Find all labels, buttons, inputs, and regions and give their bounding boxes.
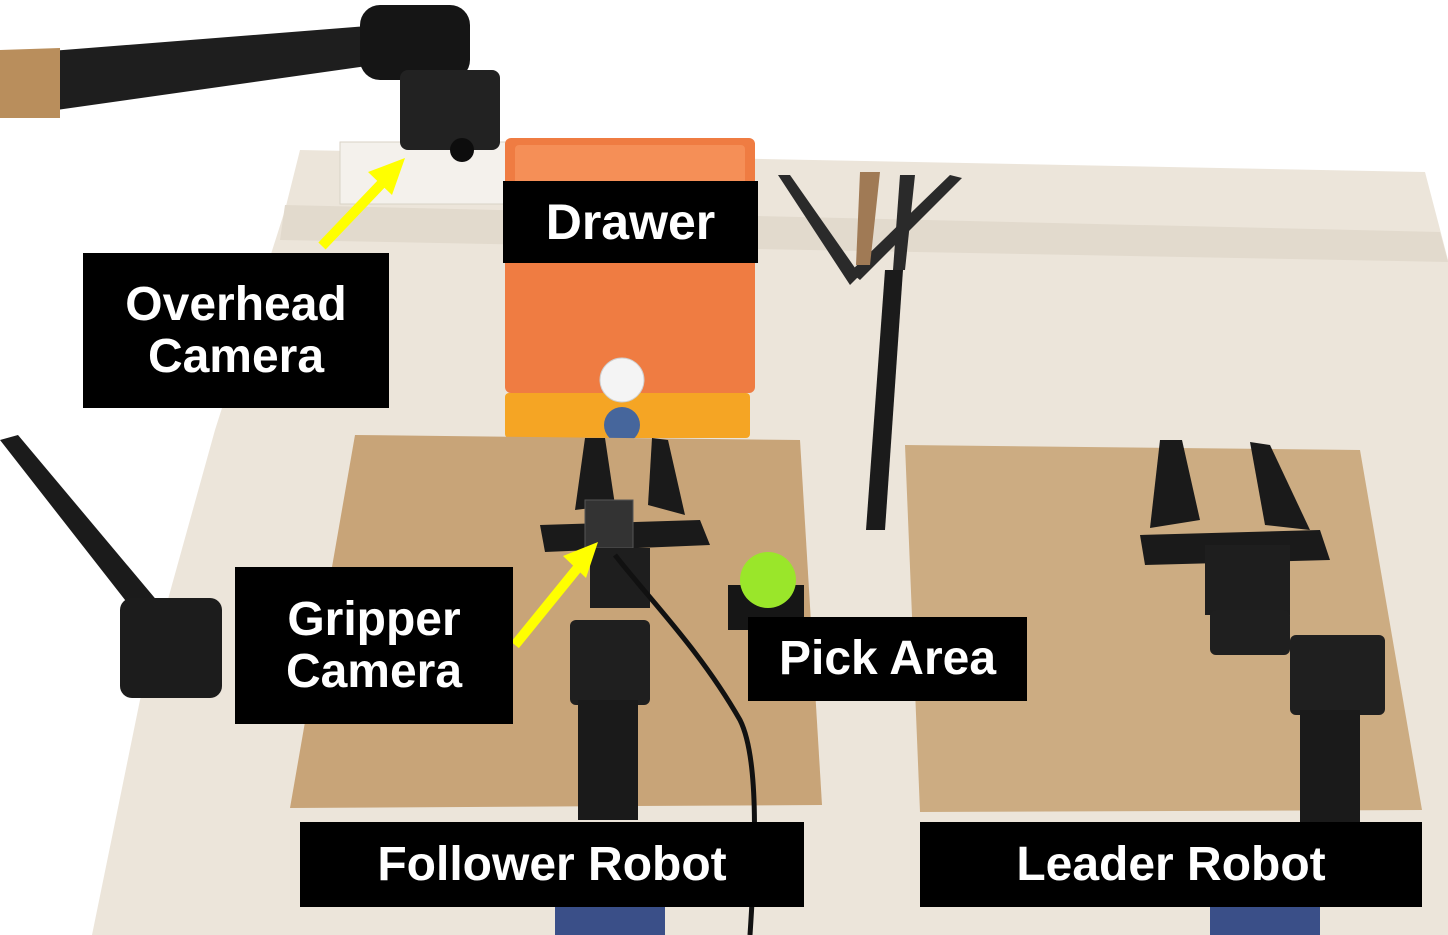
overhead-camera-label: Overhead Camera bbox=[83, 253, 389, 408]
gripper-arrow-head bbox=[563, 542, 598, 578]
overhead-arrow-shaft bbox=[318, 176, 389, 250]
follower-gripper-jaw-left bbox=[575, 438, 615, 510]
pick-area-label: Pick Area bbox=[748, 617, 1027, 701]
lamp-base bbox=[120, 598, 222, 698]
follower-wrist bbox=[590, 548, 650, 608]
pick-area-label-text: Pick Area bbox=[778, 632, 997, 686]
drawer-label: Drawer bbox=[503, 181, 758, 263]
follower-robot-label-text: Follower Robot bbox=[377, 837, 727, 891]
gripper-camera-label-line1: Gripper bbox=[287, 592, 461, 646]
leader-servo-1 bbox=[1210, 610, 1290, 655]
drawer-label-text: Drawer bbox=[545, 194, 716, 250]
overhead-camera-mount bbox=[400, 70, 500, 150]
leader-gripper-jaw-left bbox=[1150, 440, 1200, 528]
overhead-camera-label-line1: Overhead bbox=[125, 277, 347, 331]
overhead-camera-body bbox=[360, 5, 470, 80]
leader-servo-2 bbox=[1290, 635, 1385, 715]
follower-servo bbox=[570, 620, 650, 705]
gripper-camera-board bbox=[584, 499, 634, 549]
leader-gripper-jaw-right bbox=[1250, 442, 1310, 530]
follower-gripper-jaw-right bbox=[648, 438, 685, 515]
tripod-vertical-pole bbox=[866, 270, 903, 530]
gripper-arrow-shaft bbox=[511, 561, 584, 649]
gripper-camera-label: Gripper Camera bbox=[235, 567, 513, 724]
leader-robot-label: Leader Robot bbox=[920, 822, 1422, 907]
arm-cardboard-sleeve bbox=[0, 48, 60, 118]
leader-base-clamp bbox=[1210, 905, 1320, 935]
drawer-top-rim bbox=[515, 145, 745, 185]
overhead-arrow-head bbox=[368, 158, 405, 195]
tripod-leg-3 bbox=[893, 175, 915, 270]
overhead-camera-lens bbox=[450, 138, 474, 162]
leader-robot-label-text: Leader Robot bbox=[1016, 837, 1326, 891]
overhead-camera-arm bbox=[0, 25, 395, 118]
follower-arm-link bbox=[578, 700, 638, 820]
leader-arm-link bbox=[1300, 710, 1360, 825]
drawer-knob-blue bbox=[604, 407, 640, 443]
leader-wrist bbox=[1205, 545, 1290, 615]
drawer-knob-white bbox=[599, 357, 645, 403]
gripper-camera-label-line2: Camera bbox=[285, 644, 463, 698]
tripod-center-pole bbox=[856, 172, 880, 265]
green-ball bbox=[740, 552, 796, 608]
tripod-leg-1 bbox=[778, 175, 860, 285]
follower-robot-label: Follower Robot bbox=[300, 822, 804, 907]
overhead-camera-label-line2: Camera bbox=[147, 329, 325, 383]
